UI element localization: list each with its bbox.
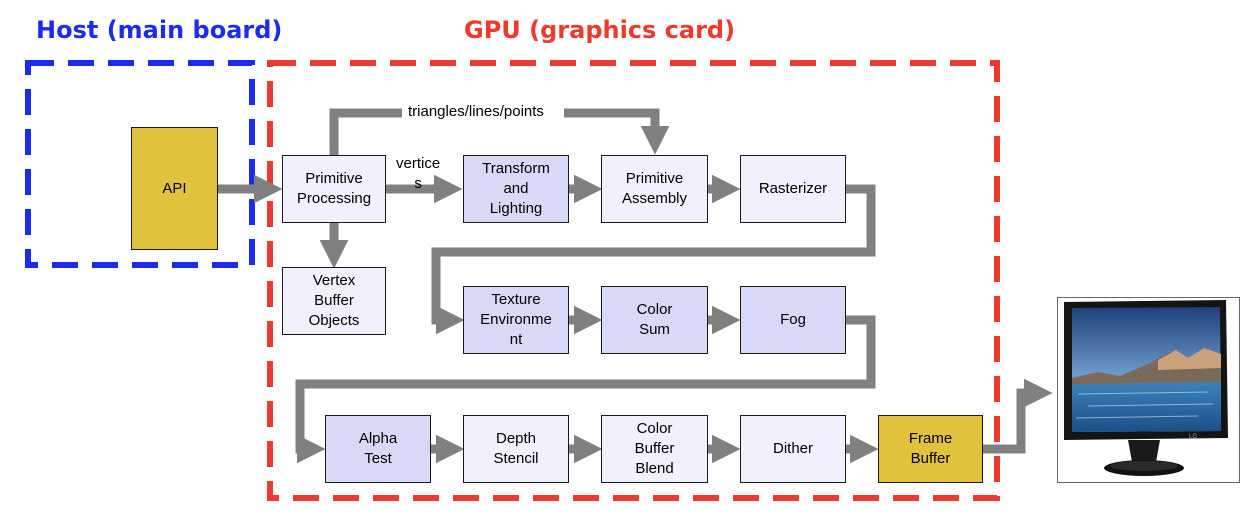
vertices-label: vertice s [396, 155, 441, 192]
api-box: API [131, 127, 218, 250]
rasterizer-label: Rasterizer [758, 180, 828, 197]
vertex-buffer-objects-box: Vertex Buffer Objects [282, 267, 386, 335]
lcd-monitor-icon: LG [1064, 300, 1228, 476]
color-sum-label: Color Sum [636, 301, 673, 338]
arrow-fog-to-alpha [295, 315, 876, 464]
fog-box: Fog [740, 286, 846, 354]
host-heading: Host (main board) [36, 16, 283, 44]
arrow-framebuffer-to-monitor [983, 378, 1053, 454]
triangles-lines-points-label: triangles/lines/points [408, 103, 544, 120]
dither-box: Dither [740, 415, 846, 483]
monitor-brand: LG [1189, 434, 1197, 440]
alpha-test-label: Alpha Test [358, 430, 398, 467]
gpu-region [267, 60, 1000, 501]
primitive-processing-box: Primitive Processing [282, 155, 386, 223]
api-label: API [162, 179, 187, 197]
dither-label: Dither [772, 440, 813, 457]
primitive-assembly-box: Primitive Assembly [601, 155, 708, 223]
color-buffer-blend-box: Color Buffer Blend [601, 415, 708, 483]
host-region [25, 60, 255, 268]
depth-stencil-label: Depth Stencil [493, 430, 539, 467]
arrow-triangles [329, 108, 402, 155]
gpu-heading: GPU (graphics card) [464, 16, 736, 44]
transform-lighting-box: Transform and Lighting [463, 155, 569, 223]
transform-lighting-label: Transform and Lighting [482, 160, 550, 217]
color-sum-box: Color Sum [601, 286, 708, 354]
color-buffer-blend-label: Color Buffer Blend [634, 420, 675, 477]
texture-environment-box: Texture Environme nt [463, 286, 569, 354]
primitive-processing-label: Primitive Processing [296, 170, 372, 207]
vertex-buffer-objects-label: Vertex Buffer Objects [308, 272, 360, 329]
frame-buffer-label: Frame Buffer [908, 430, 953, 467]
monitor-frame: LG [1057, 297, 1240, 483]
arrow-rasterizer-to-texture [431, 184, 876, 335]
primitive-assembly-label: Primitive Assembly [621, 170, 688, 207]
alpha-test-box: Alpha Test [325, 415, 431, 483]
arrow-triangles-2 [564, 108, 670, 155]
frame-buffer-box: Frame Buffer [878, 415, 983, 483]
depth-stencil-box: Depth Stencil [463, 415, 569, 483]
texture-environment-label: Texture Environme nt [480, 291, 552, 348]
fog-label: Fog [780, 311, 806, 328]
rasterizer-box: Rasterizer [740, 155, 846, 223]
